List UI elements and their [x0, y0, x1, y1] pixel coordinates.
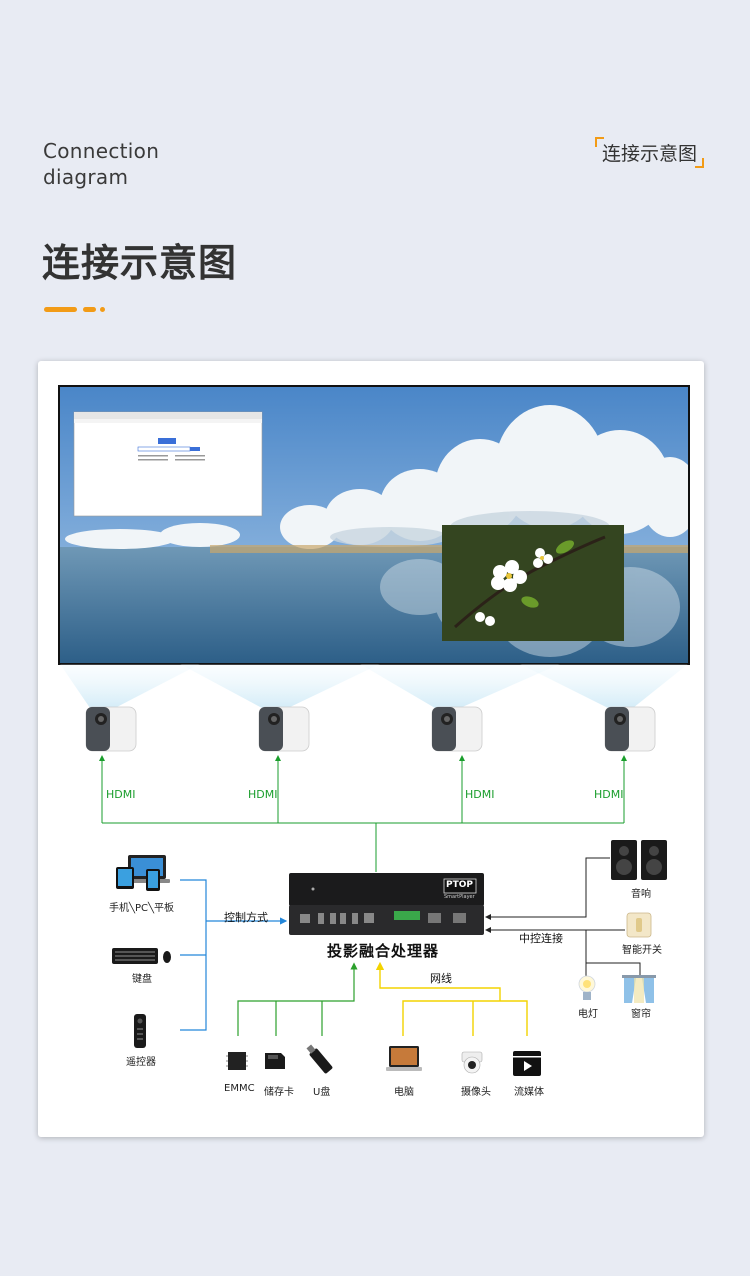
- remote-icon: [134, 1014, 146, 1048]
- input-label-devices: 手机╲PC╲平板: [109, 903, 175, 914]
- projection-screen: [58, 385, 690, 665]
- storage-label-emmc: EMMC: [224, 1083, 255, 1094]
- projector: [258, 706, 310, 752]
- camera-icon: [461, 1051, 483, 1074]
- hdmi-label: HDMI: [594, 788, 624, 801]
- accent-dash: [100, 307, 105, 312]
- section-tag-text: 连接示意图: [602, 143, 698, 165]
- page-title: 连接示意图: [42, 241, 238, 285]
- hdmi-label: HDMI: [465, 788, 495, 801]
- control-label-speaker: 音响: [631, 889, 651, 900]
- input-label-remote: 遥控器: [126, 1057, 156, 1068]
- flower-photo: [442, 525, 624, 641]
- network-label-laptop: 电脑: [394, 1087, 414, 1098]
- hdmi-label: HDMI: [248, 788, 278, 801]
- processor-device: [289, 873, 484, 935]
- storage-wiring: [237, 962, 358, 1036]
- network-wiring: [375, 961, 528, 1036]
- bracket-bottom-right: [695, 158, 705, 168]
- laptop-icon: [386, 1046, 422, 1071]
- hdmi-wiring: [99, 755, 627, 872]
- curtain-icon: [622, 975, 656, 1003]
- control-label-curtain: 窗帘: [631, 1009, 651, 1020]
- input-wiring: [180, 879, 288, 1031]
- switch-icon: [626, 912, 652, 938]
- processor-label: 投影融合处理器: [327, 942, 440, 960]
- input-label-keyboard: 键盘: [132, 974, 152, 985]
- projector: [85, 706, 137, 752]
- chip-icon: [226, 1052, 248, 1070]
- english-subtitle-line1: Connection: [43, 139, 160, 163]
- hdmi-label: HDMI: [106, 788, 136, 801]
- projector: [604, 706, 656, 752]
- english-subtitle-line2: diagram: [43, 165, 129, 189]
- accent-dash: [44, 307, 77, 312]
- projector: [431, 706, 483, 752]
- storage-label-sd: 储存卡: [264, 1087, 294, 1098]
- control-label-bulb: 电灯: [578, 1009, 598, 1020]
- accent-dash: [83, 307, 96, 312]
- sd-card-icon: [265, 1053, 285, 1069]
- control-method-label: 控制方式: [224, 911, 268, 924]
- storage-label-usb: U盘: [313, 1087, 331, 1098]
- network-label: 网线: [430, 972, 452, 985]
- processor-brand: PTOP: [446, 880, 473, 890]
- processor-model: SmartPlayer: [444, 894, 475, 900]
- section-tag: 连接示意图: [595, 137, 705, 168]
- devices-icon: [116, 855, 170, 891]
- keyboard-icon: [112, 948, 171, 964]
- network-label-media: 流媒体: [514, 1087, 544, 1098]
- landscape-scene: [60, 387, 688, 663]
- speaker-icon: [611, 840, 667, 880]
- media-icon: [513, 1051, 541, 1076]
- bulb-icon: [578, 975, 596, 1000]
- control-label-switch: 智能开关: [622, 945, 662, 956]
- usb-drive-icon: [306, 1044, 333, 1074]
- central-control-label: 中控连接: [519, 932, 563, 945]
- network-label-camera: 摄像头: [461, 1087, 491, 1098]
- browser-window: [73, 411, 263, 517]
- bracket-top-left: [595, 137, 604, 147]
- projection-beams: [60, 664, 688, 708]
- english-subtitle: Connection diagram: [43, 138, 159, 190]
